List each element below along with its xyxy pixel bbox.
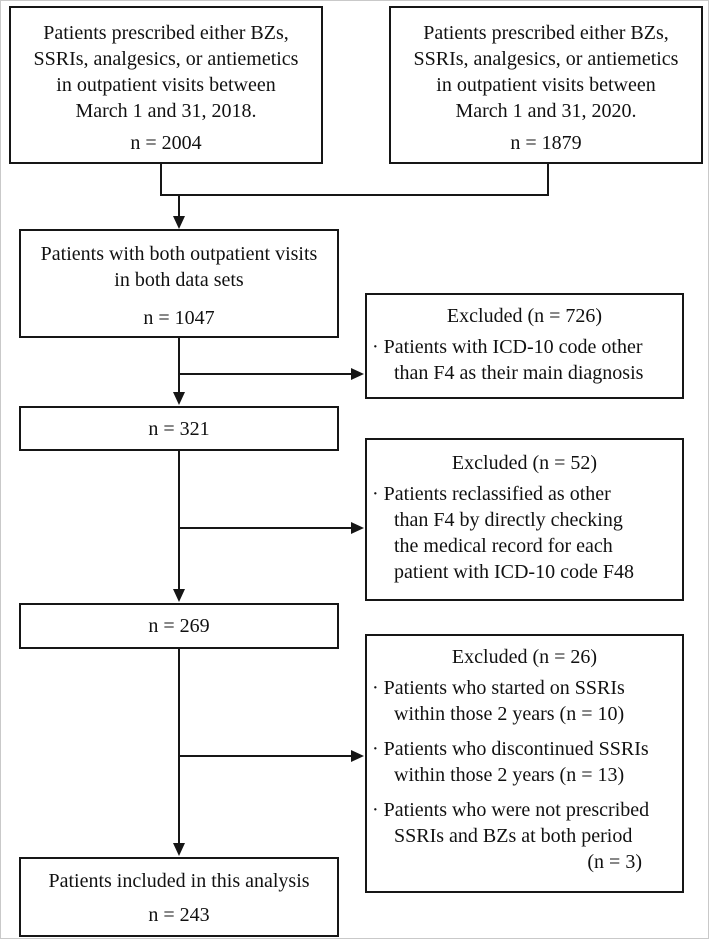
cohort-2020-line: March 1 and 31, 2020. <box>455 100 637 122</box>
box-cohort-2020: Patients prescribed either BZs, SSRIs, a… <box>389 6 703 164</box>
box-after-icd-filter: n = 321 <box>19 406 339 451</box>
excluded-26-title: Excluded (n = 26) <box>451 646 598 668</box>
included-line: Patients included in this analysis <box>48 870 310 892</box>
excluded-26-bullet: · Patients who were not prescribed <box>372 799 650 821</box>
cohort-2018-line: Patients prescribed either BZs, <box>43 22 289 44</box>
excluded-26-bullet-cont: within those 2 years (n = 10) <box>394 703 625 725</box>
arrow-321-to-269-head <box>173 589 185 602</box>
excluded-726-title: Excluded (n = 726) <box>446 305 603 327</box>
cohort-2018-line: March 1 and 31, 2018. <box>75 100 257 122</box>
cohort-2020-line: in outpatient visits between <box>436 74 656 96</box>
arrow-bothvisits-to-321-head <box>173 392 185 405</box>
excluded-26-bullet: · Patients who started on SSRIs <box>372 677 625 699</box>
connector-merge-bracket <box>160 164 549 196</box>
excluded-26-bullet-cont: SSRIs and BZs at both period <box>394 825 633 847</box>
box-cohort-2018: Patients prescribed either BZs, SSRIs, a… <box>9 6 323 164</box>
excluded-52-title: Excluded (n = 52) <box>451 452 598 474</box>
cohort-2020-line: Patients prescribed either BZs, <box>423 22 669 44</box>
arrow-exclude-26-head <box>351 750 364 762</box>
both-visits-line: in both data sets <box>114 269 244 291</box>
excluded-26-bullet-n: (n = 3) <box>587 851 642 873</box>
both-visits-line: Patients with both outpatient visits <box>40 243 318 265</box>
excluded-52-bullet-cont: patient with ICD-10 code F48 <box>394 561 634 583</box>
excluded-52-bullet: · Patients reclassified as other <box>372 483 611 505</box>
box-included-in-analysis: Patients included in this analysis n = 2… <box>19 857 339 937</box>
cohort-2018-line: SSRIs, analgesics, or antiemetics <box>33 48 299 70</box>
box-excluded-26: Excluded (n = 26) · Patients who started… <box>365 634 684 893</box>
arrow-269-to-included-head <box>173 843 185 856</box>
after-record-check-n: n = 269 <box>148 615 210 637</box>
box-after-record-check: n = 269 <box>19 603 339 649</box>
cohort-2020-line: SSRIs, analgesics, or antiemetics <box>413 48 679 70</box>
cohort-2020-n: n = 1879 <box>510 132 582 154</box>
after-icd-filter-n: n = 321 <box>148 417 210 440</box>
arrow-exclude-52-head <box>351 522 364 534</box>
box-excluded-52: Excluded (n = 52) · Patients reclassifie… <box>365 438 684 601</box>
arrow-merge-head <box>173 216 185 229</box>
arrow-exclude-726-head <box>351 368 364 380</box>
excluded-52-bullet-cont: the medical record for each <box>394 535 613 557</box>
excluded-726-bullet: · Patients with ICD-10 code other <box>372 336 643 358</box>
excluded-26-bullet-cont: within those 2 years (n = 13) <box>394 764 625 786</box>
excluded-726-bullet-cont: than F4 as their main diagnosis <box>394 362 644 384</box>
box-excluded-726: Excluded (n = 726) · Patients with ICD-1… <box>365 293 684 399</box>
excluded-52-bullet-cont: than F4 by directly checking <box>394 509 623 531</box>
excluded-26-bullet: · Patients who discontinued SSRIs <box>372 738 649 760</box>
cohort-2018-n: n = 2004 <box>130 132 202 154</box>
box-both-visits: Patients with both outpatient visits in … <box>19 229 339 338</box>
both-visits-n: n = 1047 <box>143 307 215 329</box>
included-n: n = 243 <box>148 904 210 926</box>
cohort-2018-line: in outpatient visits between <box>56 74 276 96</box>
